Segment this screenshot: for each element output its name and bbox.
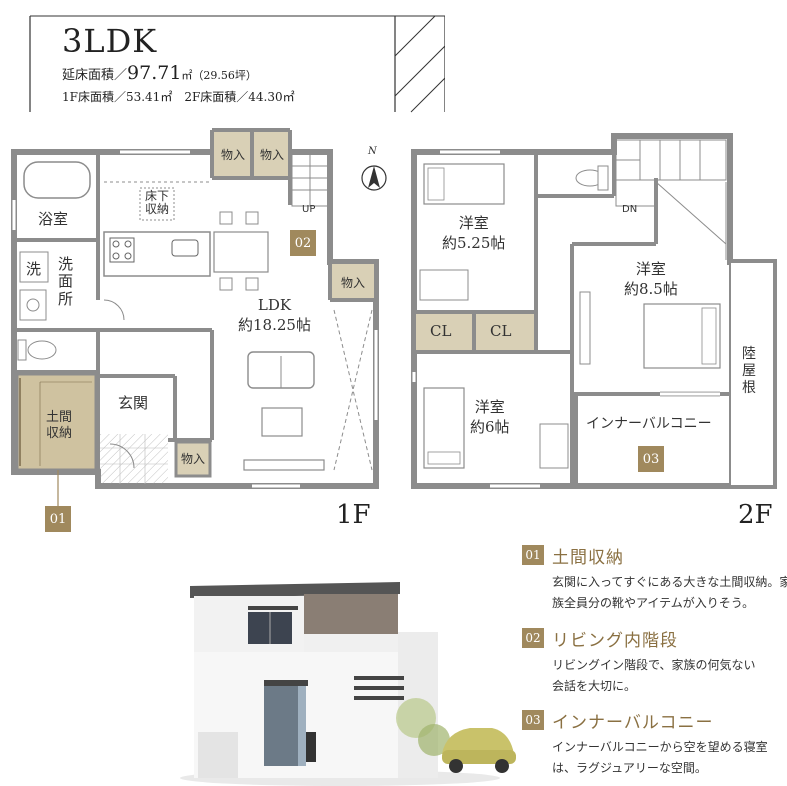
storage-bottom: 物入 bbox=[180, 452, 205, 466]
total-area-unit: ㎡（29.56坪） bbox=[181, 69, 257, 82]
floor-areas: 1F床面積／53.41㎡ 2F床面積／44.30㎡ bbox=[62, 90, 295, 104]
badge-01: 01 bbox=[45, 506, 71, 532]
room-underfloor: 床下 収納 bbox=[145, 189, 170, 217]
room-wash-b: 洗 面 所 bbox=[58, 255, 74, 308]
floor2-label: 2F bbox=[738, 500, 773, 530]
header: 3LDK 延床面積／97.71㎡（29.56坪） 1F床面積／53.41㎡ 2F… bbox=[0, 0, 445, 120]
feature-3-number: 03 bbox=[522, 710, 544, 730]
floor1-plan bbox=[11, 128, 379, 506]
feature-3-desc: インナーバルコニーから空を望める寝室は、ラグジュアリーな空間。 bbox=[552, 740, 768, 775]
total-area-value: 97.71 bbox=[127, 62, 182, 84]
room-bath: 浴室 bbox=[38, 210, 69, 228]
storage-right: 物入 bbox=[340, 276, 365, 290]
feature-2-desc: リビングイン階段で、家族の何気ない会話を大切に。 bbox=[552, 658, 756, 693]
closet-2: CL bbox=[490, 322, 512, 340]
roof-flat: 陸 屋 根 bbox=[742, 346, 756, 396]
room-western-c: 洋室 約6帖 bbox=[470, 398, 510, 436]
house-exterior-image bbox=[180, 572, 520, 786]
header-frame bbox=[29, 15, 445, 113]
room-entrance: 玄関 bbox=[118, 394, 149, 412]
feature-2-number: 02 bbox=[522, 628, 544, 648]
room-inner-balcony: インナーバルコニー bbox=[586, 416, 712, 432]
page-title: 3LDK bbox=[62, 22, 158, 60]
feature-1-desc: 玄関に入ってすぐにある大きな土間収納。家族全員分の靴やアイテムが入りそう。 bbox=[552, 575, 787, 610]
floor2-plan bbox=[411, 133, 777, 489]
total-area-label: 延床面積／ bbox=[62, 68, 128, 83]
stairs-up: UP bbox=[302, 204, 316, 215]
storage-top-1: 物入 bbox=[220, 148, 245, 162]
badge-03: 03 bbox=[638, 446, 664, 472]
room-western-a: 洋室 約5.25帖 bbox=[442, 214, 506, 252]
compass-label: N bbox=[368, 146, 377, 157]
floor1-label: 1F bbox=[336, 500, 371, 530]
room-wash-a: 洗 bbox=[26, 260, 42, 278]
total-area: 延床面積／97.71㎡（29.56坪） bbox=[62, 62, 257, 84]
compass-icon bbox=[361, 165, 387, 191]
feature-2-title: リビング内階段 bbox=[552, 631, 678, 651]
feature-3-title: インナーバルコニー bbox=[552, 713, 714, 733]
room-doma-storage: 土間 収納 bbox=[45, 410, 72, 441]
closet-1: CL bbox=[430, 322, 452, 340]
feature-1-number: 01 bbox=[522, 545, 544, 565]
feature-1-title: 土間収納 bbox=[552, 548, 624, 568]
room-ldk: LDK 約18.25帖 bbox=[238, 296, 311, 334]
badge-02: 02 bbox=[290, 230, 316, 256]
room-western-b: 洋室 約8.5帖 bbox=[624, 260, 678, 298]
storage-top-2: 物入 bbox=[259, 148, 284, 162]
stairs-down: DN bbox=[622, 204, 638, 215]
